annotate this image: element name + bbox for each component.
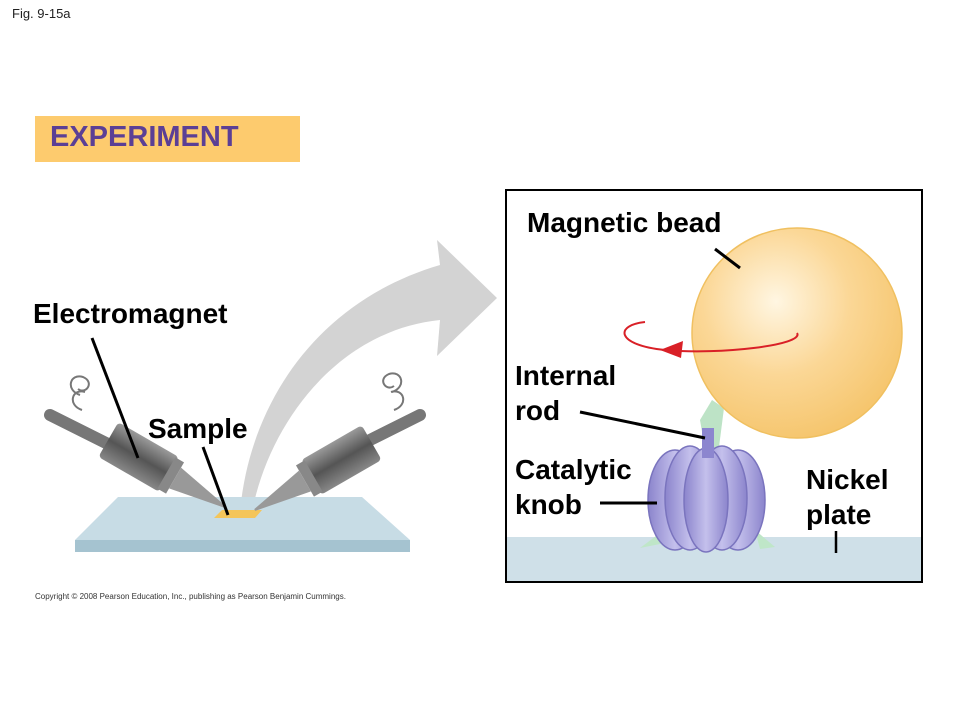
gray-transition-arrow <box>240 240 497 512</box>
copyright-notice: Copyright © 2008 Pearson Education, Inc.… <box>35 592 346 601</box>
sample-leader <box>201 446 230 516</box>
rotation-arrow <box>623 321 799 358</box>
experiment-header: EXPERIMENT <box>35 116 300 162</box>
label-line: knob <box>515 489 582 520</box>
figure-label: Fig. 9-15a <box>12 6 71 21</box>
experiment-title: EXPERIMENT <box>50 121 239 153</box>
label-line: rod <box>515 395 561 426</box>
electromagnet-leader <box>90 337 140 459</box>
label-line: plate <box>806 499 872 530</box>
right-electromagnet <box>254 372 426 511</box>
label-line: Nickel <box>806 464 889 495</box>
internal-rod-leader <box>579 410 706 440</box>
glass-slide <box>75 497 410 552</box>
internal-rod-label: Internal rod <box>515 358 616 428</box>
catalytic-knob <box>647 445 766 553</box>
sample-label: Sample <box>148 413 248 444</box>
magnetic-bead-label: Magnetic bead <box>527 207 722 238</box>
nickel-plate-label: Nickel plate <box>806 462 889 532</box>
rod-core <box>702 428 714 458</box>
sample-patch <box>214 510 262 518</box>
label-line: Internal <box>515 360 617 391</box>
catalytic-knob-label: Catalytic knob <box>515 452 632 522</box>
magnetic-bead-leader <box>714 247 741 270</box>
electromagnet-label: Electromagnet <box>33 298 228 329</box>
knob-feet <box>640 530 775 549</box>
label-line: Catalytic <box>515 454 632 485</box>
